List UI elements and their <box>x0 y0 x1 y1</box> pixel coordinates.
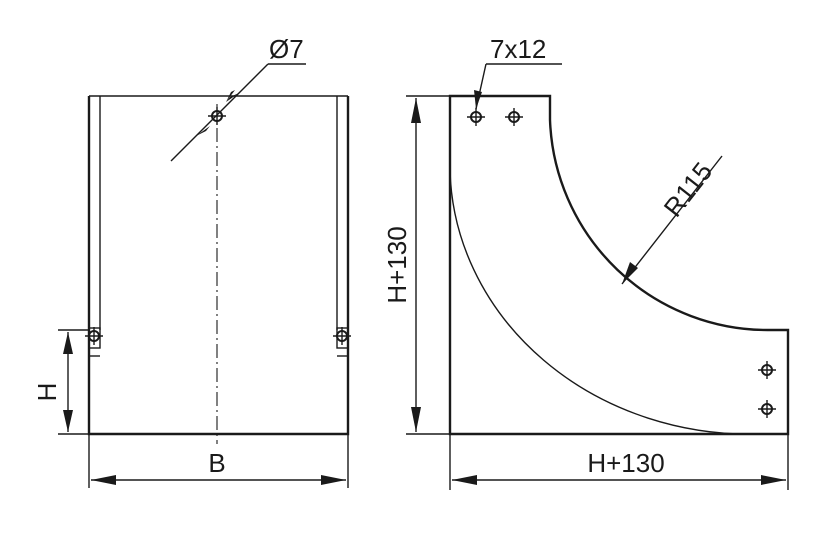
front-view-outline <box>87 96 350 436</box>
top-hole-icon <box>207 106 227 126</box>
left-side-hole <box>84 326 104 349</box>
slot-hole-3-icon <box>757 360 777 380</box>
outer-bend-curve <box>449 169 761 435</box>
slot-hole-4-icon <box>757 399 777 419</box>
slot-hole-2-icon <box>504 107 524 127</box>
side-view: 7x12 R115 H+130 H+130 <box>382 34 790 490</box>
diameter-leader <box>170 63 306 162</box>
side-height-dimension <box>406 95 450 435</box>
width-dimension <box>88 434 349 488</box>
hole-diameter-label: Ø7 <box>269 34 304 64</box>
height-label: H <box>32 383 62 402</box>
radius-label: R115 <box>658 156 719 222</box>
front-view: Ø7 H B <box>32 34 352 488</box>
side-height-label: H+130 <box>382 226 412 303</box>
side-view-outline <box>448 94 790 436</box>
width-label: B <box>208 448 225 478</box>
slot-leader <box>474 63 562 110</box>
slot-size-label: 7x12 <box>490 34 546 64</box>
radius-leader <box>621 155 723 285</box>
right-side-hole <box>332 326 352 349</box>
slot-hole-1-icon <box>466 107 486 127</box>
height-dimension <box>58 329 89 435</box>
side-width-dimension <box>449 434 789 490</box>
side-width-label: H+130 <box>587 448 664 478</box>
